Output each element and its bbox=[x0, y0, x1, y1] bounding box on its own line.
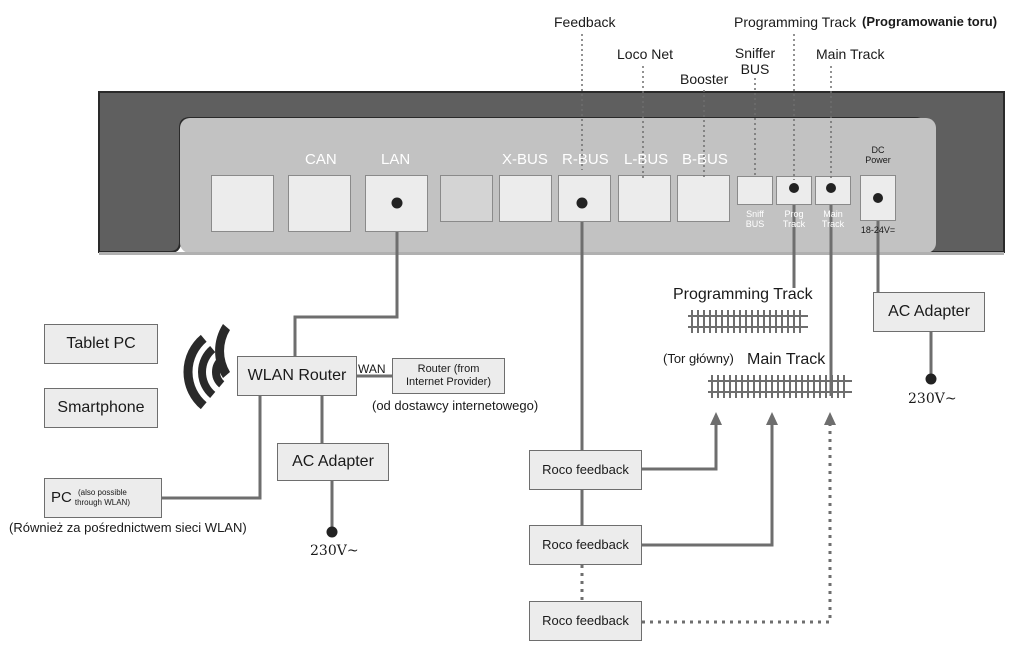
programming-track-rails bbox=[688, 310, 808, 333]
wifi-arc bbox=[198, 345, 216, 399]
label-programming-track-pl: (Programowanie toru) bbox=[862, 14, 998, 29]
smartphone-box: Smartphone bbox=[44, 388, 158, 428]
label-main-track-top: Main Track bbox=[816, 46, 885, 62]
wlan-router-box: WLAN Router bbox=[237, 356, 357, 396]
label-l-bus: L-BUS bbox=[624, 151, 669, 168]
port-l-bus bbox=[618, 175, 671, 222]
wire-lan bbox=[293, 203, 399, 356]
wire-fb1 bbox=[642, 422, 718, 471]
port-sniff-bus bbox=[737, 176, 773, 205]
ac-adapter-left-box: AC Adapter bbox=[277, 443, 389, 481]
label-router-pl: (od dostawcy internetowego) bbox=[372, 398, 539, 413]
label-main-track: Main Track bbox=[747, 351, 826, 368]
roco-feedback-3: Roco feedback bbox=[529, 601, 642, 641]
port-x-bus bbox=[499, 175, 552, 222]
label-lan: LAN bbox=[381, 151, 411, 168]
wire-fb3 bbox=[642, 425, 832, 624]
label-volt-right: 230V~ bbox=[908, 391, 957, 407]
port-prog-track bbox=[776, 176, 812, 205]
wire-fb2 bbox=[642, 422, 774, 547]
port-can bbox=[288, 175, 351, 232]
main-track-rails bbox=[708, 375, 852, 398]
port-lan bbox=[365, 175, 428, 232]
label-wan: WAN bbox=[358, 362, 386, 376]
port-dc-power bbox=[860, 175, 896, 221]
port-blank-1 bbox=[211, 175, 274, 232]
ac-adapter-right-box: AC Adapter bbox=[873, 292, 985, 332]
label-r-bus: R-BUS bbox=[562, 151, 609, 168]
label-feedback: Feedback bbox=[554, 14, 616, 30]
label-pc-pl: (Również za pośrednictwem sieci WLAN) bbox=[9, 520, 247, 535]
plug-right bbox=[925, 373, 937, 385]
label-b-bus: B-BUS bbox=[682, 151, 728, 168]
label-programming-track-top: Programming Track bbox=[734, 14, 857, 30]
roco-feedback-1: Roco feedback bbox=[529, 450, 642, 490]
label-loco-net: Loco Net bbox=[617, 46, 674, 62]
label-can: CAN bbox=[305, 151, 337, 168]
roco-feedback-2: Roco feedback bbox=[529, 525, 642, 565]
label-x-bus: X-BUS bbox=[502, 151, 548, 168]
wifi-arc bbox=[212, 356, 225, 388]
port-main-track bbox=[815, 176, 851, 205]
port-b-bus bbox=[677, 175, 730, 222]
label-voltage: 18-24V= bbox=[860, 225, 896, 235]
label-main-track-pl: (Tor główny) bbox=[663, 351, 734, 366]
port-blank-2 bbox=[440, 175, 493, 222]
wifi-arc bbox=[183, 334, 207, 410]
wire-wlan-pc bbox=[162, 396, 262, 500]
label-programming-track: Programming Track bbox=[673, 286, 813, 303]
port-r-bus bbox=[558, 175, 611, 222]
tablet-pc-box: Tablet PC bbox=[44, 324, 158, 364]
label-booster: Booster bbox=[680, 71, 729, 87]
plug-left bbox=[326, 526, 338, 538]
label-volt-left: 230V~ bbox=[310, 543, 359, 559]
